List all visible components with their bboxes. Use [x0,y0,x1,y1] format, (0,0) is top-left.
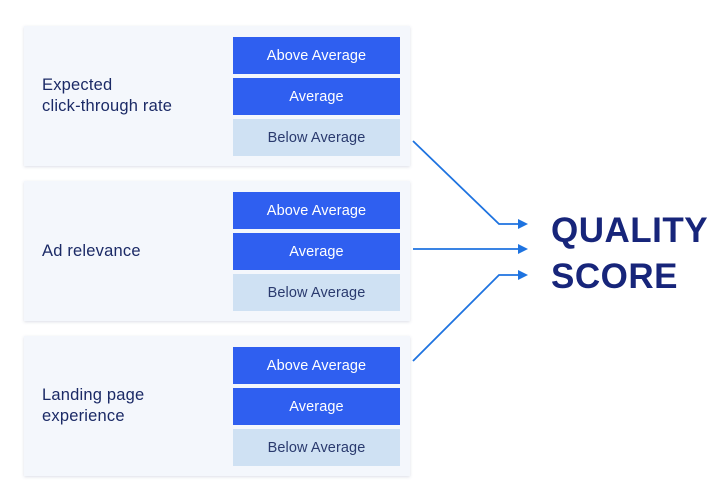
arrow-from-landing-page [412,270,528,362]
factor-label: Expected click-through rate [42,76,173,115]
quality-score-title: QUALITY SCORE [551,208,708,300]
quality-score-line2: SCORE [551,257,678,296]
arrow-from-ctr [412,140,528,229]
rating-below-average: Below Average [233,119,400,156]
rating-above-average: Above Average [233,192,400,229]
rating-below-average: Below Average [233,429,400,466]
rating-average: Average [233,78,400,115]
rating-above-average: Above Average [233,347,400,384]
rating-above-average: Above Average [233,37,400,74]
factor-label: Landing page experience [42,386,145,425]
factor-panel-ad-relevance: Ad relevance Above Average Average Below… [24,181,410,321]
rating-average: Average [233,233,400,270]
factor-label: Ad relevance [42,241,141,260]
factor-panel-landing-page: Landing page experience Above Average Av… [24,336,410,476]
quality-score-line1: QUALITY [551,211,709,250]
rating-below-average: Below Average [233,274,400,311]
factor-panel-ctr: Expected click-through rate Above Averag… [24,26,410,166]
rating-average: Average [233,388,400,425]
